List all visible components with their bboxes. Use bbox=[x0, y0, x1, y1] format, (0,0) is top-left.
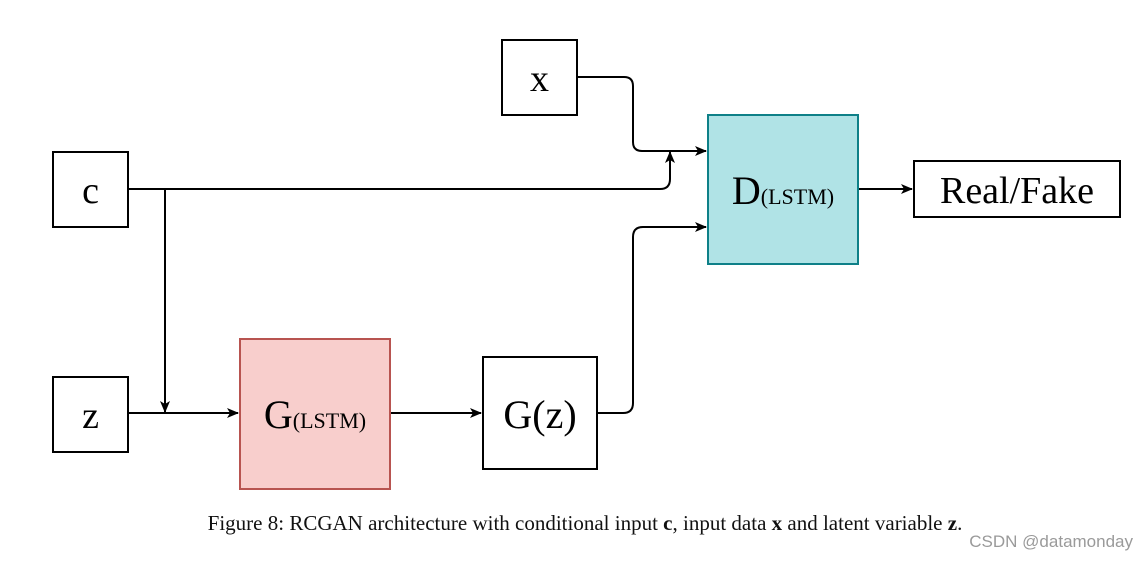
node-gz: G(z) bbox=[482, 356, 598, 470]
generator-sub: (LSTM) bbox=[293, 408, 366, 433]
node-x-label: x bbox=[530, 58, 549, 100]
node-output-label: Real/Fake bbox=[940, 170, 1094, 212]
node-c-label: c bbox=[82, 170, 99, 212]
node-discriminator: D(LSTM) bbox=[707, 114, 859, 265]
discriminator-label: D bbox=[732, 168, 761, 213]
generator-label: G bbox=[264, 392, 293, 437]
edge-x-to-d bbox=[577, 76, 707, 156]
node-output: Real/Fake bbox=[913, 160, 1121, 218]
node-x: x bbox=[501, 39, 578, 116]
node-generator: G(LSTM) bbox=[239, 338, 391, 490]
edge-gz-to-d bbox=[597, 222, 707, 414]
svg-text:D(LSTM): D(LSTM) bbox=[732, 168, 834, 213]
caption-x: x bbox=[771, 511, 783, 535]
watermark: CSDN @datamonday bbox=[969, 532, 1133, 551]
discriminator-sub: (LSTM) bbox=[761, 184, 834, 209]
node-z: z bbox=[52, 376, 129, 453]
edge-c-to-d bbox=[128, 151, 675, 190]
node-c: c bbox=[52, 151, 129, 228]
caption-c: c bbox=[663, 511, 673, 535]
svg-text:G(LSTM): G(LSTM) bbox=[264, 392, 366, 437]
node-gz-label: G(z) bbox=[503, 392, 576, 437]
node-z-label: z bbox=[82, 395, 99, 437]
figure-caption: Figure 8: RCGAN architecture with condit… bbox=[207, 511, 963, 535]
caption-z: z bbox=[947, 511, 958, 535]
